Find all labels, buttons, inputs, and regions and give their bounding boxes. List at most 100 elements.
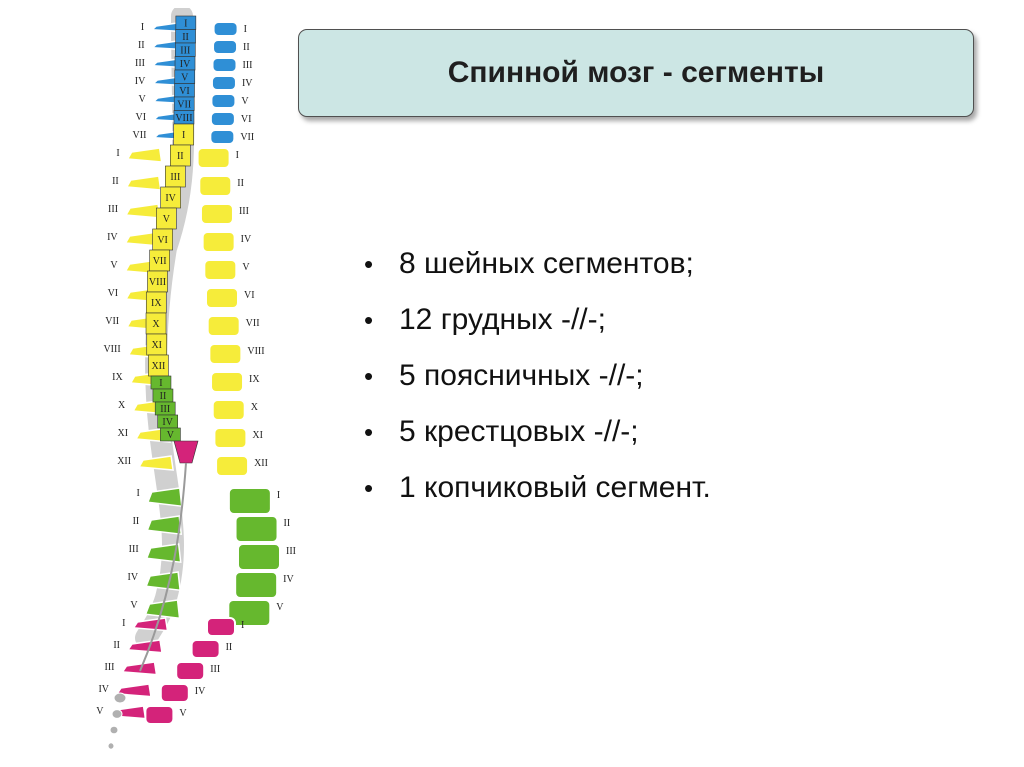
cord-segment-label: III (170, 172, 180, 183)
vertebral-body (210, 93, 237, 109)
cord-segment-label: VIII (149, 277, 166, 288)
cord-segment-label: VI (157, 235, 168, 246)
vertebral-body (206, 617, 236, 637)
vertebra-label: III (286, 546, 296, 557)
cord-segment-labels: IIIIIIIVVVIVIIVIIIIIIIIIIVVVIVIIVIIIIXXX… (149, 18, 193, 441)
cord-segment-label: VII (177, 99, 191, 110)
vertebral-body (203, 259, 238, 281)
vertebra-label: I (141, 22, 144, 33)
vertebral-body (215, 455, 250, 477)
vertebral-body (210, 371, 245, 393)
vertebral-bodies (107, 21, 281, 750)
vertebra-label: III (239, 206, 249, 217)
vertebra-label: VII (105, 316, 119, 327)
vertebra-label: XII (254, 458, 268, 469)
vertebra-label: IX (249, 374, 260, 385)
vertebra-label: III (135, 58, 145, 69)
vertebra-label: V (130, 600, 138, 611)
vertebra-label: I (116, 148, 119, 159)
vertebra-label: II (138, 40, 145, 51)
vertebra-label: I (244, 24, 247, 35)
fact-text: 5 поясничных -//-; (399, 359, 644, 392)
cord-segment-label: I (184, 18, 187, 29)
vertebra-label: IV (128, 572, 139, 583)
cord-segment-label: II (177, 151, 184, 162)
filum-terminale (139, 462, 187, 672)
vertebra-label: XII (117, 456, 131, 467)
vertebra-label: II (112, 176, 119, 187)
vertebra-label: XI (117, 428, 128, 439)
fact-item: •5 крестцовых -//-; (364, 414, 984, 450)
fact-item: •1 копчиковый сегмент. (364, 470, 984, 506)
vertebra-label: VIII (103, 344, 120, 355)
vertebra-label: I (122, 618, 125, 629)
coccygeal-vertebra (107, 742, 115, 750)
vertebra-label: X (251, 402, 259, 413)
vertebral-body (208, 343, 243, 365)
spinous-process (125, 175, 162, 191)
vertebral-body (227, 599, 272, 627)
vertebra-label: I (236, 150, 239, 161)
vertebral-body (159, 683, 190, 703)
vertebral-body (206, 315, 241, 337)
vertebra-label: V (276, 602, 284, 613)
vertebra-label: V (96, 706, 104, 717)
vertebral-body (175, 661, 206, 681)
vertebra-label: I (136, 488, 139, 499)
vertebra-label: III (108, 204, 118, 215)
vertebral-body (212, 21, 239, 37)
vertebra-label: VI (244, 290, 255, 301)
coccygeal-vertebra (111, 709, 123, 719)
vertebra-label: VII (133, 130, 147, 141)
vertebral-body (209, 129, 236, 145)
cord-segment-label: XI (151, 340, 162, 351)
vertebra-label: II (113, 640, 120, 651)
vertebral-body (211, 57, 238, 73)
vertebra-label: IV (283, 574, 294, 585)
vertebra-label: III (243, 60, 253, 71)
vertebra-label: III (129, 544, 139, 555)
fact-text: 12 грудных -//-; (399, 303, 606, 336)
spinous-process (145, 571, 181, 592)
cord-segment-label: VI (179, 86, 190, 97)
spinous-process (126, 147, 163, 163)
coccygeal-vertebra (109, 725, 119, 735)
vertebral-body (144, 705, 175, 725)
vertebral-body (227, 487, 272, 515)
spinous-process (126, 639, 163, 654)
vertebral-body (234, 571, 279, 599)
fact-item: •8 шейных сегментов; (364, 246, 984, 282)
cord-segment-label: II (182, 32, 189, 43)
cord-segment-label: III (180, 45, 190, 56)
vertebra-label: X (118, 400, 126, 411)
vertebral-body (198, 175, 233, 197)
fact-text: 5 крестцовых -//-; (399, 415, 639, 448)
coccygeal-vertebra (113, 692, 127, 704)
spinous-process (121, 661, 158, 676)
cord-segment-label: V (167, 430, 175, 441)
vertebral-body (212, 39, 239, 55)
spinal-cord-segments (139, 15, 199, 672)
vertebral-body (213, 427, 248, 449)
vertebra-label: I (241, 620, 244, 631)
cord-segment-label: IX (151, 298, 162, 309)
vertebra-label: IV (242, 78, 253, 89)
cord-segment-label: II (160, 391, 167, 402)
cord-segment-label: V (181, 72, 189, 83)
vertebra-label: V (138, 94, 146, 105)
slide-title: Спинной мозг - сегменты (447, 56, 825, 89)
vertebra-label: VII (246, 318, 260, 329)
segment-facts-list: •8 шейных сегментов; • 12 грудных -//-; •… (364, 246, 984, 526)
vertebra-label: VIII (247, 346, 264, 357)
spinous-process (146, 487, 183, 508)
spinous-process (145, 543, 182, 564)
cord-segment-label: X (152, 319, 160, 330)
bullet-icon: • (364, 249, 374, 279)
vertebra-label: IV (195, 686, 206, 697)
spinous-process (124, 203, 161, 219)
vertebral-body (190, 639, 221, 659)
vertebral-body (196, 147, 231, 169)
vertebra-labels-left: IIIIIIIVVVIVIIIIIIIIIVVVIVIIVIIIIXXXIXII… (96, 22, 146, 717)
vertebral-body (205, 287, 239, 309)
fact-text: 1 копчиковый сегмент. (399, 471, 711, 504)
